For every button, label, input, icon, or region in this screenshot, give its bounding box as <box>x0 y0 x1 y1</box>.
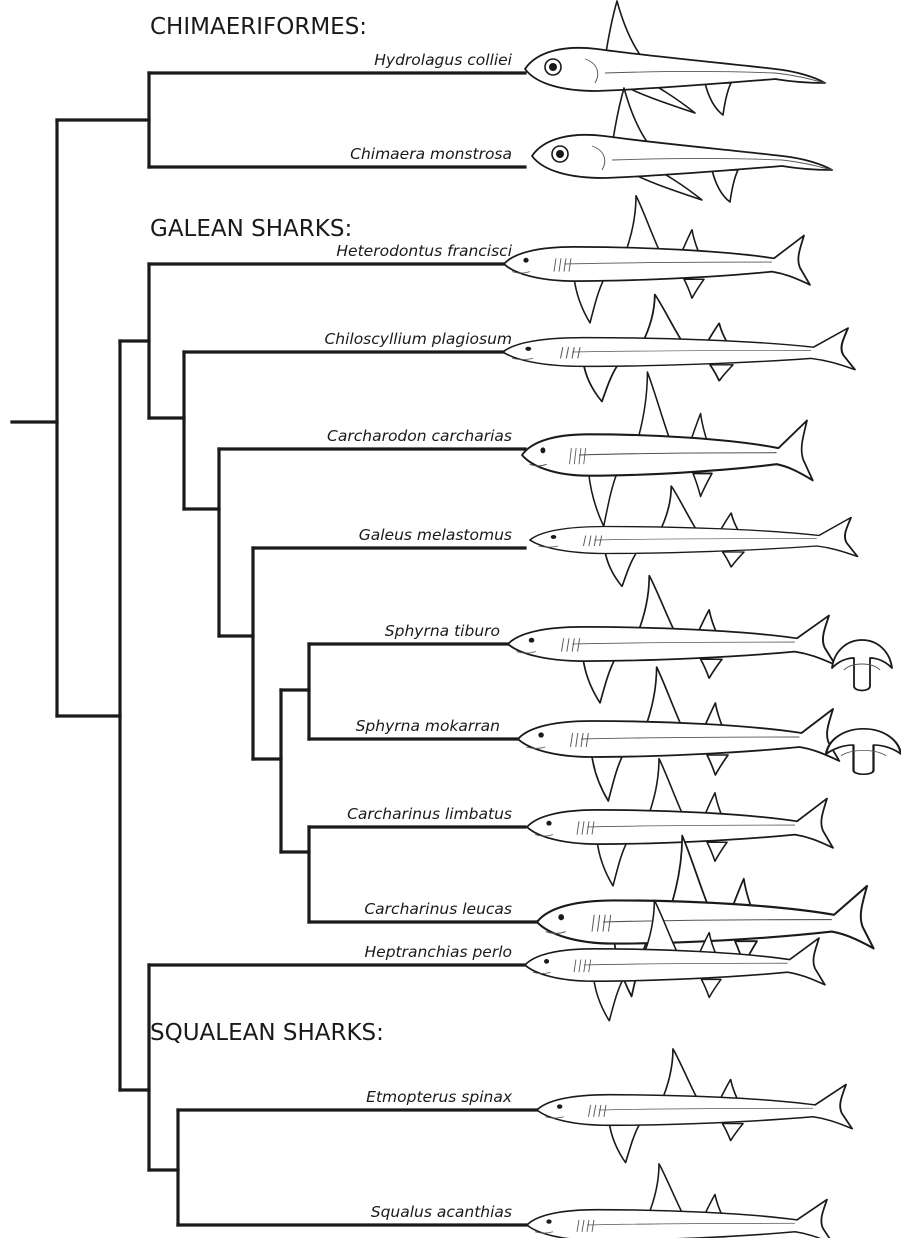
shark-icon <box>527 1164 833 1238</box>
hammerhead-shark-icon <box>518 667 839 801</box>
hammerhead-head-icon <box>826 729 901 774</box>
shark-icon <box>537 1049 852 1163</box>
chimaera-icon <box>525 1 825 115</box>
shark-icon <box>522 372 813 526</box>
shark-icon <box>530 486 857 587</box>
hammerhead-shark-icon <box>508 576 835 703</box>
hammerhead-head-icon <box>832 640 892 691</box>
shark-icon <box>503 294 855 401</box>
